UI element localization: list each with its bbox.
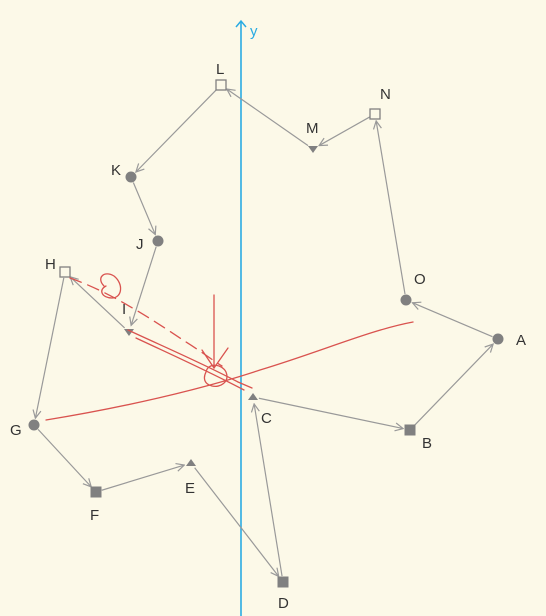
node-i-marker <box>124 329 134 336</box>
edge-j-i <box>131 246 157 326</box>
node-b: B <box>404 424 432 452</box>
node-k: K <box>111 162 137 183</box>
node-f: F <box>90 486 102 524</box>
edge-c-b <box>258 397 403 428</box>
node-m: M <box>306 120 319 153</box>
annotation-fan-stroke-1 <box>127 329 253 389</box>
edge-d-c <box>254 404 283 577</box>
edge-k-j <box>132 182 155 235</box>
edge-b-a <box>413 344 493 427</box>
node-b-marker <box>404 424 416 436</box>
node-c-marker <box>248 393 258 400</box>
y-axis: y <box>235 19 258 616</box>
node-b-label: B <box>422 435 432 452</box>
node-a-marker <box>492 333 504 345</box>
node-g: G <box>10 419 40 439</box>
node-a: A <box>492 332 526 349</box>
node-e: E <box>185 459 196 497</box>
annotation-fan-stroke-2 <box>135 337 245 391</box>
node-g-marker <box>28 419 40 431</box>
node-d: D <box>277 576 289 612</box>
annotation-long-stroke <box>45 321 414 421</box>
annotation-arrow-head <box>201 347 229 370</box>
node-m-marker <box>308 146 318 153</box>
node-f-label: F <box>90 507 99 524</box>
edge-n-m <box>319 116 371 146</box>
node-h: H <box>45 256 71 278</box>
node-n-marker <box>369 108 381 120</box>
node-h-label: H <box>45 256 56 273</box>
edge-f-e <box>101 465 185 491</box>
edge-i-h <box>70 277 126 329</box>
node-k-label: K <box>111 162 121 179</box>
nodes: A B C D E F G H I J K L M N O <box>10 61 526 612</box>
edge-h-g <box>35 277 65 418</box>
annotation-dashed-stroke <box>69 277 223 367</box>
node-o: O <box>400 271 426 306</box>
node-o-label: O <box>414 271 426 288</box>
edge-e-d <box>194 467 279 577</box>
node-n: N <box>369 86 391 120</box>
node-o-marker <box>400 294 412 306</box>
edge-m-l <box>227 89 309 147</box>
node-k-marker <box>125 171 137 183</box>
node-a-label: A <box>516 332 526 349</box>
node-d-label: D <box>278 595 289 612</box>
node-n-label: N <box>380 86 391 103</box>
node-i-label: I <box>122 301 126 318</box>
edge-a-o <box>412 303 493 338</box>
node-c: C <box>248 393 272 427</box>
node-m-label: M <box>306 120 319 137</box>
node-e-marker <box>186 459 196 466</box>
edge-o-n <box>376 121 406 295</box>
node-d-marker <box>277 576 289 588</box>
node-l-label: L <box>216 61 224 78</box>
node-g-label: G <box>10 422 22 439</box>
y-axis-label: y <box>250 23 258 40</box>
node-c-label: C <box>261 410 272 427</box>
node-j-marker <box>152 235 164 247</box>
node-i: I <box>122 301 134 336</box>
edge-l-k <box>136 88 218 172</box>
annotation-small-loop <box>100 273 122 299</box>
edges <box>35 89 493 576</box>
node-l-marker <box>215 79 227 91</box>
node-j: J <box>136 235 164 253</box>
node-j-label: J <box>136 236 144 253</box>
edge-g-f <box>37 428 91 486</box>
node-f-marker <box>90 486 102 498</box>
node-e-label: E <box>185 480 195 497</box>
node-l: L <box>215 61 227 91</box>
handwritten-annotation <box>45 273 414 421</box>
node-h-marker <box>59 266 71 278</box>
